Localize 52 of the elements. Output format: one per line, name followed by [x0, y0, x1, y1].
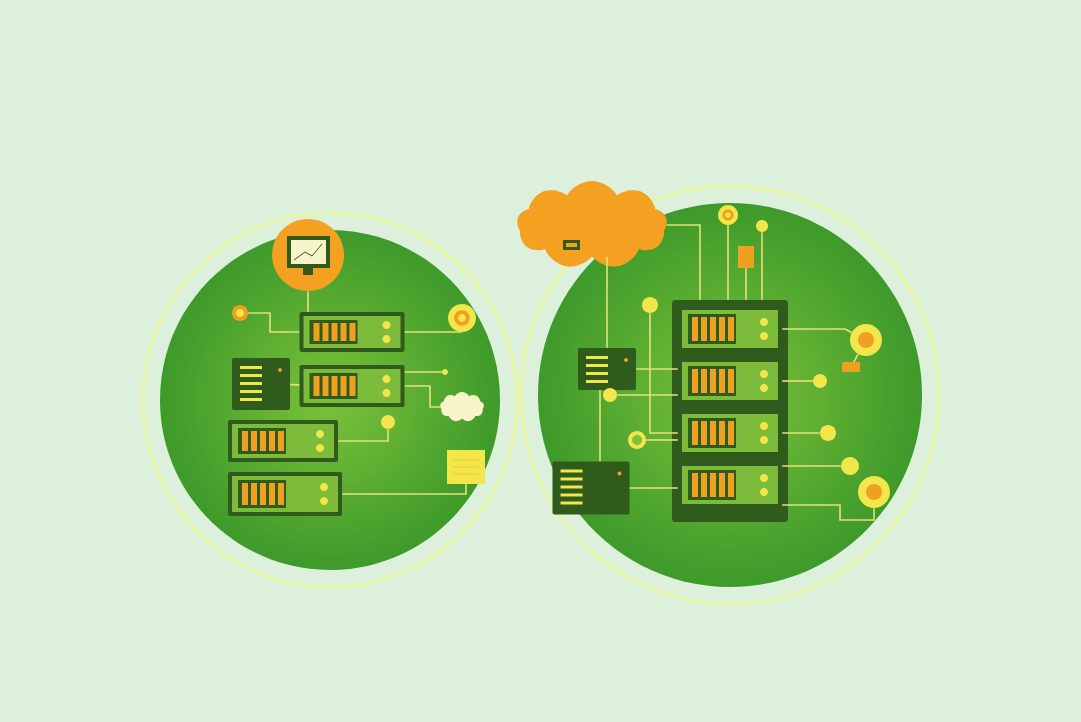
- connector-dot: [841, 457, 859, 475]
- wire: [307, 290, 309, 313]
- wire: [616, 394, 679, 396]
- control-panel: [232, 358, 290, 410]
- ring-icon: [448, 304, 476, 332]
- wire: [727, 224, 729, 301]
- connector-dot: [232, 305, 248, 321]
- wire: [645, 439, 679, 441]
- connector-dot: [642, 297, 658, 313]
- ring-icon: [628, 431, 646, 449]
- network-circle: [141, 211, 519, 589]
- cloud-icon: [440, 392, 484, 422]
- wire: [853, 353, 859, 363]
- cloud-icon: [517, 181, 667, 267]
- wire: [761, 231, 763, 301]
- wire: [606, 255, 608, 349]
- wire: [635, 368, 679, 370]
- connector-dot: [381, 415, 395, 429]
- monitor-icon: [272, 219, 344, 291]
- server-unit: [228, 420, 338, 462]
- tag-icon: [738, 246, 754, 268]
- wire: [341, 483, 467, 495]
- ring-icon: [718, 205, 738, 225]
- document-icon: [447, 450, 485, 484]
- server-unit: [299, 365, 405, 407]
- wire: [289, 383, 301, 386]
- wire: [403, 331, 463, 333]
- wire: [628, 487, 679, 489]
- wire: [403, 371, 443, 373]
- wire: [403, 385, 441, 408]
- wire: [781, 465, 842, 467]
- network-circle: [519, 184, 941, 606]
- control-panel: [578, 348, 636, 390]
- connector-dot: [813, 374, 827, 388]
- server-unit: [299, 312, 405, 352]
- wire: [781, 380, 814, 382]
- connector-dot: [820, 425, 836, 441]
- wire: [745, 267, 747, 301]
- server-unit: [228, 472, 342, 516]
- ring-icon: [850, 324, 882, 356]
- wire: [781, 504, 875, 521]
- wire: [666, 224, 701, 301]
- wire: [337, 428, 389, 442]
- ring-icon: [858, 476, 890, 508]
- wire: [247, 312, 301, 333]
- wire: [781, 328, 853, 334]
- wire: [599, 389, 601, 463]
- tag-icon: [842, 362, 860, 372]
- control-panel: [552, 461, 630, 515]
- wire: [781, 432, 821, 434]
- connector-dot: [603, 388, 617, 402]
- wire: [649, 312, 679, 434]
